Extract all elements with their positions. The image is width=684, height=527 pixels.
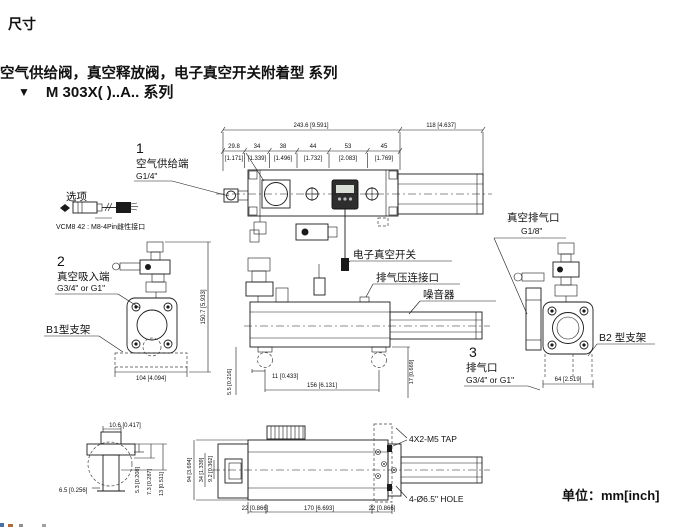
- dim-seg2-in: [1.496]: [274, 156, 293, 162]
- side-view: 11 [0.433] 156 [6.131] 5.5 [0.216] 17 [0…: [227, 257, 490, 398]
- vacuum-exhaust-port-label: G1/8": [521, 226, 542, 236]
- triangle-marker: ▼: [18, 85, 30, 99]
- dim-detail-s1: 5.3 [0.208]: [135, 467, 141, 493]
- callout-air-supply: 1 空气供给端 G1/4": [134, 140, 189, 182]
- page-edge-fragments: [0, 523, 46, 527]
- dim-seg3-in: [1.732]: [304, 156, 323, 162]
- dim-detail-s3: 13 [0.511]: [159, 472, 165, 497]
- dim-seg5-in: [1.769]: [375, 156, 394, 162]
- air-supply-port-label: G1/4": [136, 171, 157, 181]
- dim-bottom-height: 94 [3.694]: [187, 457, 193, 482]
- exhaust-label: 排气口: [466, 361, 498, 374]
- dim-seg4-mm: 53: [345, 144, 352, 150]
- option-cable: 选项 VCM8 42 : M8-4Pin雌性接口: [56, 190, 145, 231]
- dim-b1-width: 104 [4.094]: [136, 376, 166, 382]
- dim-side-offset: 11 [0.433]: [272, 374, 299, 380]
- vacuum-switch-label: 电子真空开关: [353, 248, 416, 261]
- bracket-b2-label: B2 型支架: [599, 331, 647, 344]
- cable-plug-icon: [60, 204, 70, 212]
- dim-top-muffler: 118 [4.637]: [426, 123, 456, 129]
- vacuum-switch-display-body: [331, 179, 359, 210]
- dim-bottom-seg-main: 170 [6.693]: [304, 506, 334, 512]
- series-title: 空气供给阀，真空释放阀，电子真空开关附着型 系列: [0, 66, 338, 82]
- callout-hole: 4-Ø6.5" HOLE: [395, 485, 464, 504]
- top-view: 243.6 [9.591] 118 [4.637] 29.8 [1.171] 3…: [171, 123, 492, 271]
- callout-vacuum-switch: 电子真空开关: [341, 248, 452, 269]
- dim-bottom-seg-right: 22 [0.866]: [369, 506, 396, 512]
- dim-bottom-inner-a: 34 [1.339]: [199, 457, 205, 482]
- dim-b2-width: 64 [2.519]: [555, 377, 582, 383]
- model-number: M 303X( )..A.. 系列: [45, 84, 174, 101]
- option-desc: VCM8 42 : M8-4Pin雌性接口: [56, 222, 145, 231]
- dim-top-overall: 243.6 [9.591]: [293, 123, 328, 129]
- exhaust-number: 3: [469, 344, 477, 360]
- dim-seg1-in: [1.339]: [248, 156, 267, 162]
- bracket-section-detail: 10.6 [0.417] 5.3 [0.208] 7.3 [0.287] 13 …: [59, 423, 167, 496]
- b2-front-view: 64 [2.519]: [513, 242, 594, 388]
- air-supply-number: 1: [136, 140, 144, 156]
- bracket-b1-label: B1型支架: [46, 323, 91, 336]
- dim-seg1-mm: 34: [254, 144, 261, 150]
- dim-bottom-inner-b: 9.2 [0.362]: [208, 456, 214, 482]
- cable-connector-icon: [116, 202, 131, 213]
- callout-bracket-b1: B1型支架: [44, 323, 124, 353]
- bottom-view: 94 [3.694] 34 [1.339] 9.2 [0.362]: [187, 423, 490, 514]
- dim-seg2-mm: 38: [280, 144, 287, 150]
- dim-b1-height: 150.7 [5.933]: [201, 289, 207, 324]
- callout-bracket-b2: B2 型支架: [587, 331, 655, 357]
- option-title: 选项: [66, 190, 87, 203]
- model-title: ▼ M 303X( )..A.. 系列: [18, 81, 173, 102]
- callout-vacuum-exhaust: 真空排气口 G1/8": [493, 211, 566, 315]
- hole-note: 4-Ø6.5" HOLE: [409, 494, 464, 504]
- vacuum-inlet-label: 真空吸入端: [57, 270, 110, 283]
- dim-seg5-mm: 45: [381, 144, 388, 150]
- callout-exhaust-pressure-port: 排气压连接口: [365, 271, 460, 298]
- vacuum-inlet-port-label: G3/4" or G1": [57, 283, 105, 293]
- dim-detail-top: 10.6 [0.417]: [109, 423, 141, 429]
- dim-seg0-in: [1.171]: [225, 156, 244, 162]
- exhaust-pressure-port-label: 排气压连接口: [376, 271, 439, 284]
- air-supply-label: 空气供给端: [136, 157, 189, 170]
- b1-front-view: 104 [4.094] 150.7 [5.933]: [112, 241, 211, 382]
- page-title: 尺寸: [8, 16, 36, 32]
- dim-side-span: 156 [6.131]: [307, 383, 337, 389]
- dim-side-left: 5.5 [0.216]: [227, 369, 233, 395]
- tap-note: 4X2-M5 TAP: [409, 434, 457, 444]
- dim-seg3-mm: 44: [310, 144, 317, 150]
- callout-exhaust: 3 排气口 G3/4" or G1": [464, 344, 541, 391]
- dim-detail-s2: 7.3 [0.287]: [147, 469, 153, 495]
- exhaust-port-label: G3/4" or G1": [466, 375, 514, 385]
- dim-seg0-mm: 29.8: [228, 144, 240, 150]
- dim-detail-left: 6.5 [0.256]: [59, 488, 88, 494]
- callout-tap: 4X2-M5 TAP: [392, 427, 457, 447]
- unit-label: 单位：mm[inch]: [562, 488, 660, 503]
- dim-bottom-seg-left: 22 [0.866]: [242, 506, 269, 512]
- callout-vacuum-inlet: 2 真空吸入端 G3/4" or G1": [55, 253, 141, 309]
- vacuum-inlet-number: 2: [57, 253, 65, 269]
- silencer-label: 噪音器: [423, 288, 455, 301]
- callout-silencer: 噪音器: [408, 288, 496, 315]
- dim-side-right: 17 [0.669]: [409, 359, 415, 384]
- dim-seg4-in: [2.083]: [339, 156, 358, 162]
- vacuum-exhaust-label: 真空排气口: [507, 211, 560, 224]
